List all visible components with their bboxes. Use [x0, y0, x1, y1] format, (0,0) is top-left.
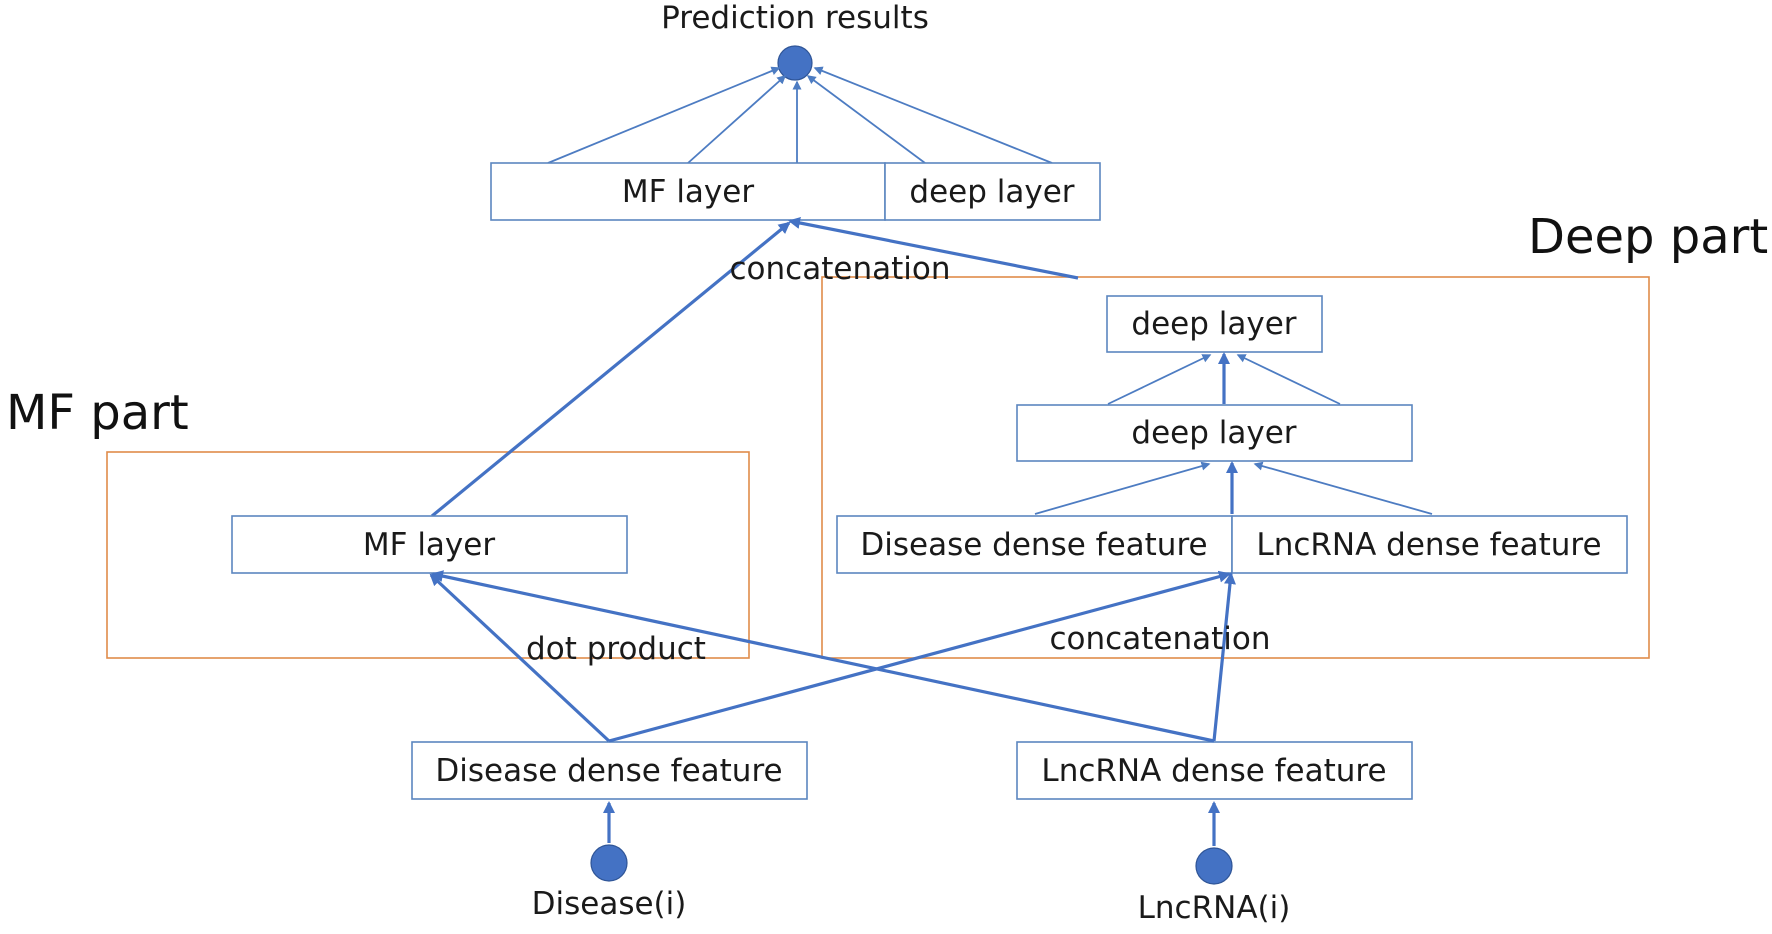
- disease-dense-feature-label: Disease dense feature: [435, 753, 782, 789]
- edge-mf-layer-to-combined: [430, 221, 791, 518]
- mf-layer-box: [231, 515, 628, 574]
- edge-disease-to-mf-layer: [429, 573, 611, 743]
- edge-deep-part-to-combined: [788, 217, 1079, 280]
- lncrna-input-label: LncRNA(i): [1138, 890, 1291, 926]
- deep-part-title: Deep part: [1528, 209, 1768, 265]
- combined-deep-layer-label: deep layer: [909, 174, 1074, 210]
- edge-combined-to-output-2: [687, 74, 787, 164]
- prediction-results-node: [777, 45, 813, 81]
- lncrna-dense-feature-label: LncRNA dense feature: [1041, 753, 1386, 789]
- edge-lncrna-to-deep-features: [1212, 572, 1236, 742]
- edge-disease-to-deep-features: [608, 570, 1231, 743]
- deep-top-layer-label: deep layer: [1131, 306, 1296, 342]
- mf-layer-label: MF layer: [363, 527, 495, 563]
- lncrna-dense-feature-box: [1016, 741, 1413, 800]
- deep-disease-feature-box: [836, 515, 1233, 574]
- deep-part-box: [821, 276, 1650, 659]
- mf-part-box: [106, 451, 750, 659]
- prediction-results-label: Prediction results: [661, 0, 929, 36]
- edge-deep-middle-to-top-left: [1107, 354, 1212, 405]
- deep-top-layer-box: [1106, 295, 1323, 353]
- combined-mf-layer-box: [490, 162, 886, 221]
- mf-part-title: MF part: [6, 385, 189, 441]
- deep-lncrna-feature-box: [1231, 515, 1628, 574]
- edge-combined-to-output-1: [547, 66, 781, 164]
- edge-lncrna-to-mf-layer: [431, 570, 1215, 743]
- top-concatenation-label: concatenation: [730, 251, 951, 287]
- deep-concatenation-label: concatenation: [1050, 621, 1271, 657]
- deep-lncrna-feature-label: LncRNA dense feature: [1256, 527, 1601, 563]
- deep-middle-layer-box: [1016, 404, 1413, 462]
- dot-product-label: dot product: [526, 631, 706, 667]
- edge-deep-middle-to-top-right: [1236, 354, 1341, 405]
- edge-combined-to-output-4: [806, 75, 926, 164]
- deep-middle-layer-label: deep layer: [1131, 415, 1296, 451]
- deep-disease-feature-label: Disease dense feature: [860, 527, 1207, 563]
- edge-deep-features-to-middle-left: [1034, 461, 1211, 515]
- lncrna-input-node: [1195, 847, 1233, 885]
- combined-deep-layer-box: [884, 162, 1101, 221]
- edge-deep-features-to-middle-right: [1253, 461, 1433, 515]
- disease-input-label: Disease(i): [532, 886, 687, 922]
- combined-mf-layer-label: MF layer: [622, 174, 754, 210]
- disease-dense-feature-box: [411, 741, 808, 800]
- edge-combined-to-output-5: [813, 66, 1053, 164]
- disease-input-node: [590, 844, 628, 882]
